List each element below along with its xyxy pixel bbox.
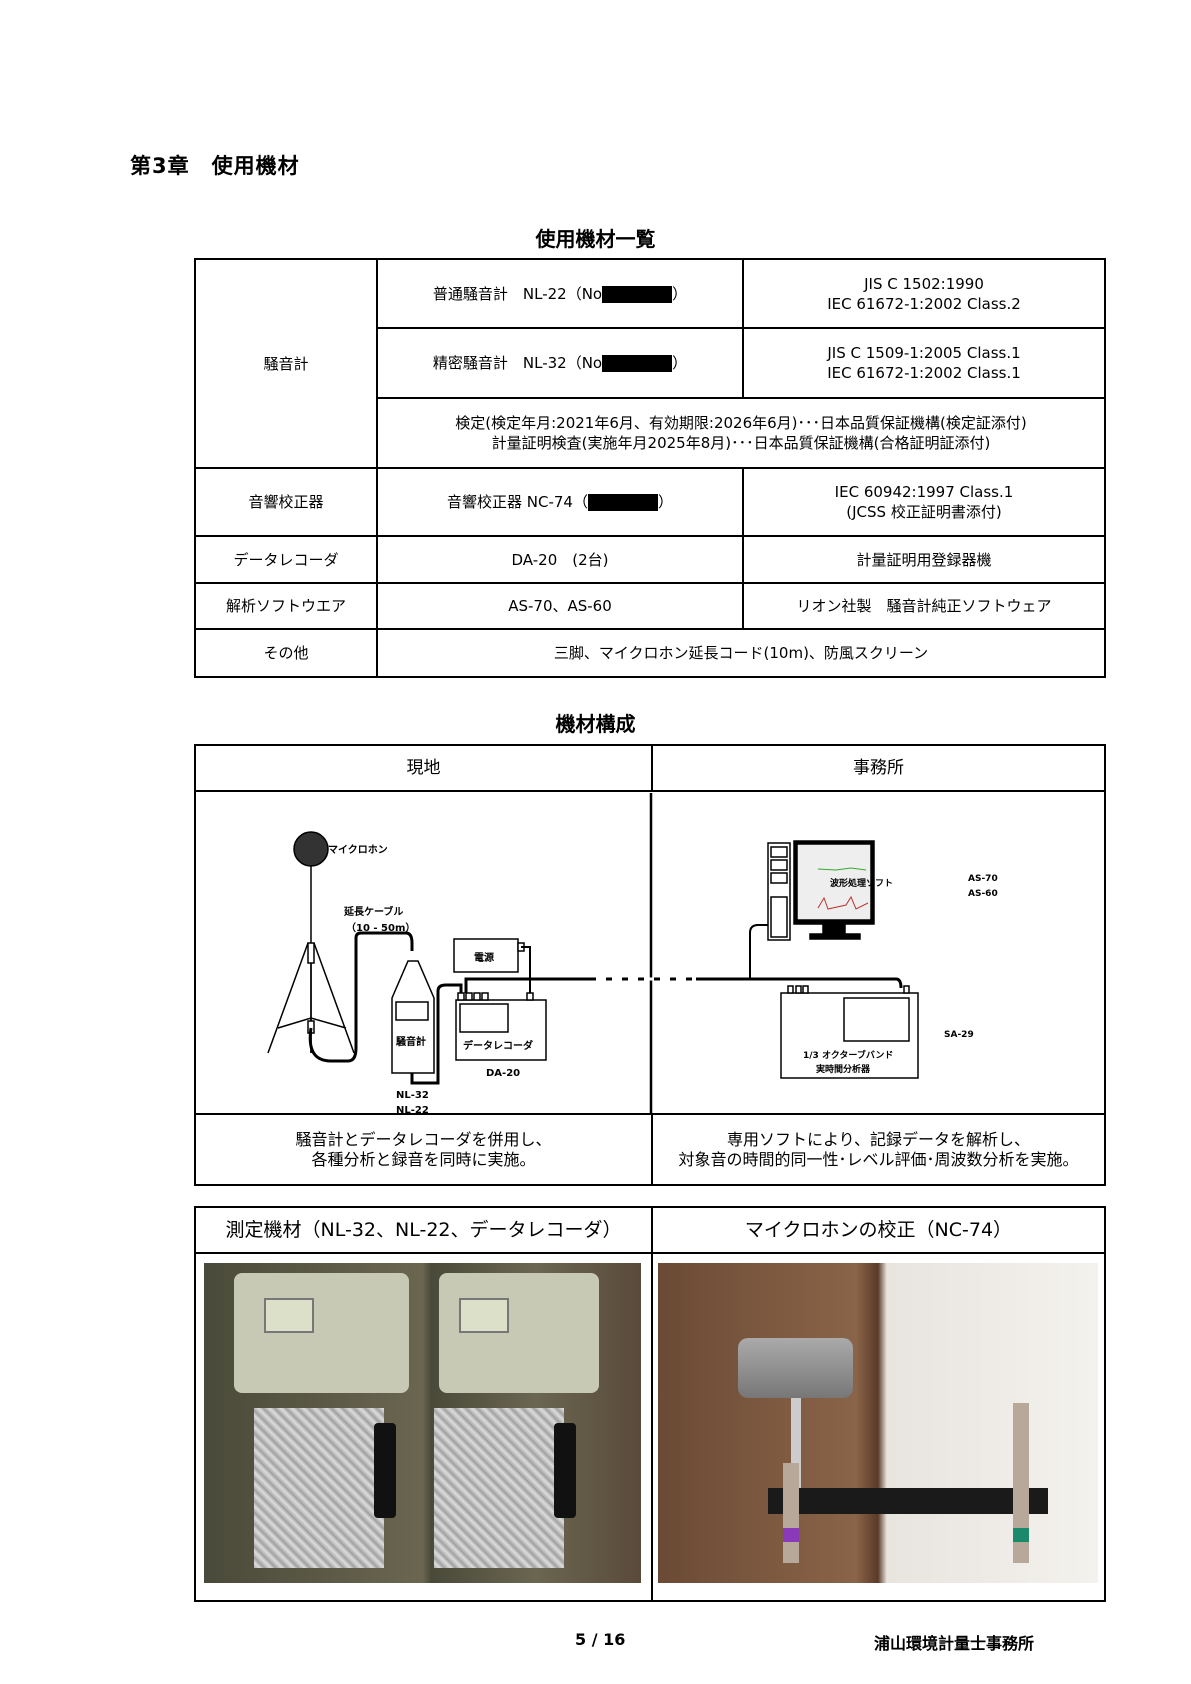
- svg-text:実時間分析器: 実時間分析器: [816, 1063, 871, 1075]
- header-site: 現地: [194, 744, 653, 792]
- header-measurement-photo: 測定機材（NL-32、NL-22、データレコーダ）: [194, 1206, 653, 1254]
- redaction: [587, 494, 658, 511]
- table-row: その他 三脚、マイクロホン延長コード(10m)、防風スクリーン: [194, 628, 1106, 678]
- header-office: 事務所: [651, 744, 1106, 792]
- sound-level-meter-icon: [391, 959, 435, 1074]
- cable-length: （10 - 50m）: [346, 921, 415, 934]
- table-row: データレコーダ DA-20 (2台) 計量証明用登録器機: [194, 535, 1106, 584]
- table-row: 音響校正器 音響校正器 NC-74（） IEC 60942:1997 Class…: [194, 467, 1106, 537]
- model-cell: 精密騒音計 NL-32（No）: [376, 327, 744, 399]
- table-row: 検定(検定年月:2021年6月、有効期限:2026年6月)･･･日本品質保証機構…: [195, 397, 1106, 469]
- microphone-calibration-photo: [658, 1263, 1098, 1583]
- computer-icon: [767, 839, 875, 941]
- equipment-table-title: 使用機材一覧: [535, 227, 656, 251]
- header-calibration-photo: マイクロホンの校正（NC-74）: [651, 1206, 1106, 1254]
- model-cell: 普通騒音計 NL-22（No）: [376, 258, 744, 329]
- power-supply-icon: [453, 937, 525, 973]
- svg-text:NL-22: NL-22: [396, 1105, 429, 1113]
- cable-label: 延長ケーブル: [343, 905, 403, 918]
- model-cell: AS-70、AS-60: [376, 582, 744, 630]
- microphone-icon: [267, 830, 355, 1053]
- analyzer-icon: [780, 984, 919, 1079]
- svg-text:DA-20: DA-20: [486, 1068, 520, 1079]
- meter-label: 騒音計: [395, 1035, 426, 1048]
- table-row: 解析ソフトウエア AS-70、AS-60 リオン社製 騒音計純正ソフトウェア: [194, 582, 1106, 630]
- config-table: 現地事務所 マイクロホン 延長ケーブル （10 - 50m） 騒音計 NL-32…: [194, 744, 1106, 1186]
- power-label: 電源: [474, 951, 494, 964]
- office-name: 浦山環境計量士事務所: [874, 1634, 1035, 1653]
- standard-cell: 計量証明用登録器機: [742, 535, 1106, 584]
- redaction: [602, 355, 673, 372]
- software-label: 波形処理ソフト: [830, 877, 893, 889]
- certification-note: 検定(検定年月:2021年6月、有効期限:2026年6月)･･･日本品質保証機構…: [376, 397, 1106, 469]
- equipment-diagram: マイクロホン 延長ケーブル （10 - 50m） 騒音計 NL-32 NL-22…: [267, 792, 998, 1113]
- category-cell: 音響校正器: [194, 467, 378, 537]
- data-recorder-icon: [455, 991, 547, 1061]
- recorder-label: データレコーダ: [463, 1039, 533, 1052]
- standard-cell: リオン社製 騒音計純正ソフトウェア: [742, 582, 1106, 630]
- mic-label: マイクロホン: [328, 844, 388, 856]
- category-cell: 騒音計: [194, 258, 378, 469]
- caption-office: 専用ソフトにより、記録データを解析し、対象音の時間的同一性･レベル評価･周波数分…: [651, 1113, 1106, 1186]
- chapter-heading: 第3章使用機材: [130, 154, 300, 178]
- table-row: 精密騒音計 NL-32（No） JIS C 1509-1:2005 Class.…: [195, 327, 1106, 399]
- model-cell: 三脚、マイクロホン延長コード(10m)、防風スクリーン: [376, 628, 1106, 678]
- category-cell: データレコーダ: [194, 535, 378, 584]
- caption-site: 騒音計とデータレコーダを併用し、各種分析と録音を同時に実施。: [194, 1113, 653, 1186]
- page-number: 5 / 16: [575, 1630, 626, 1649]
- model-cell: 音響校正器 NC-74（）: [376, 467, 744, 537]
- svg-text:1/3 オクターブバンド: 1/3 オクターブバンド: [803, 1049, 893, 1061]
- svg-text:SA-29: SA-29: [944, 1030, 974, 1040]
- measurement-equipment-photo: [204, 1263, 641, 1583]
- svg-text:AS-60: AS-60: [968, 889, 998, 899]
- standard-cell: IEC 60942:1997 Class.1(JCSS 校正証明書添付): [742, 467, 1106, 537]
- svg-text:NL-32: NL-32: [396, 1090, 429, 1101]
- redaction: [602, 285, 673, 303]
- diagram-cell: マイクロホン 延長ケーブル （10 - 50m） 騒音計 NL-32 NL-22…: [194, 790, 1106, 1115]
- category-cell: 解析ソフトウエア: [194, 582, 378, 630]
- model-cell: DA-20 (2台): [376, 535, 744, 584]
- svg-text:AS-70: AS-70: [968, 874, 998, 884]
- category-cell: その他: [194, 628, 378, 678]
- config-table-title: 機材構成: [555, 712, 636, 736]
